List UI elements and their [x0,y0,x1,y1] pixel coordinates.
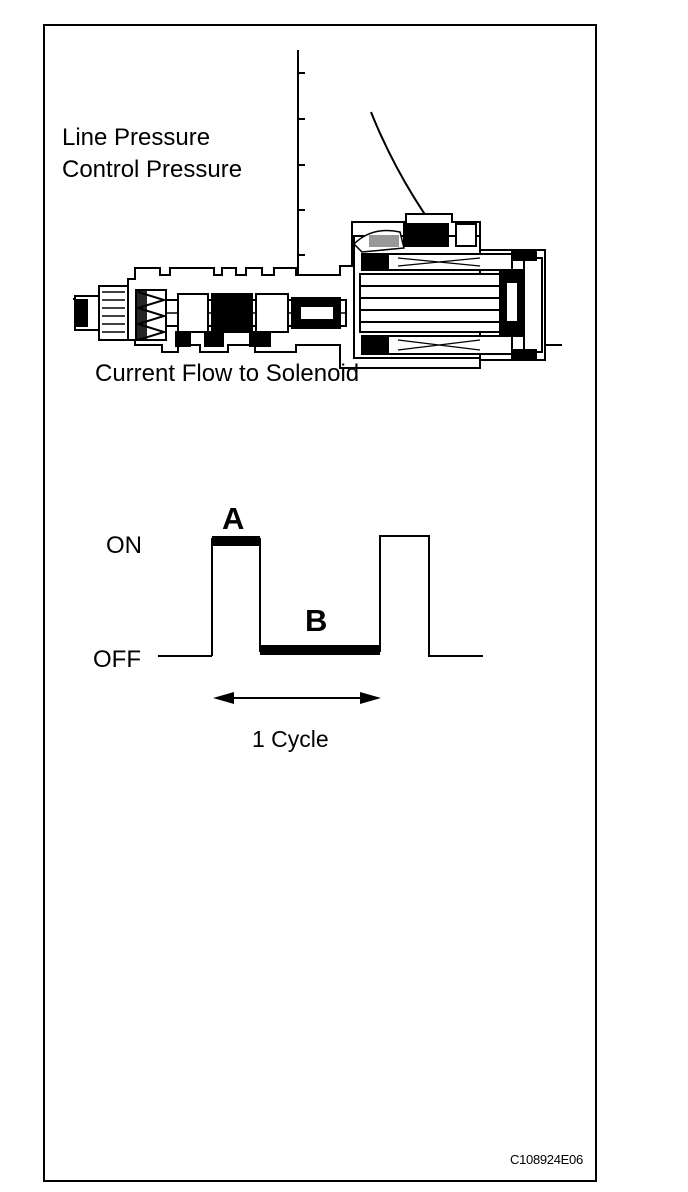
solenoid-cross-section [73,213,546,369]
one-cycle-label: 1 Cycle [252,726,329,752]
waveform-on-label: ON [106,532,142,559]
on-period-a-bar [212,536,260,546]
x-axis-label-current-flow: Current Flow to Solenoid [95,360,360,387]
y-axis-label-control-pressure: Control Pressure [62,156,243,183]
figure-frame [43,24,597,1182]
period-a-label: A [222,501,245,536]
figure-code: C108924E06 [510,1152,583,1167]
waveform-off-label: OFF [93,646,141,673]
graph-y-ticks [298,72,305,302]
duty-cycle-waveform [158,535,483,704]
cycle-arrow-right-head [360,692,381,704]
square-wave [211,535,483,657]
off-period-b-bar [260,645,380,655]
cycle-arrow-left-head [213,692,234,704]
y-axis-label-line-pressure: Line Pressure [62,124,211,151]
period-b-label: B [305,603,328,638]
